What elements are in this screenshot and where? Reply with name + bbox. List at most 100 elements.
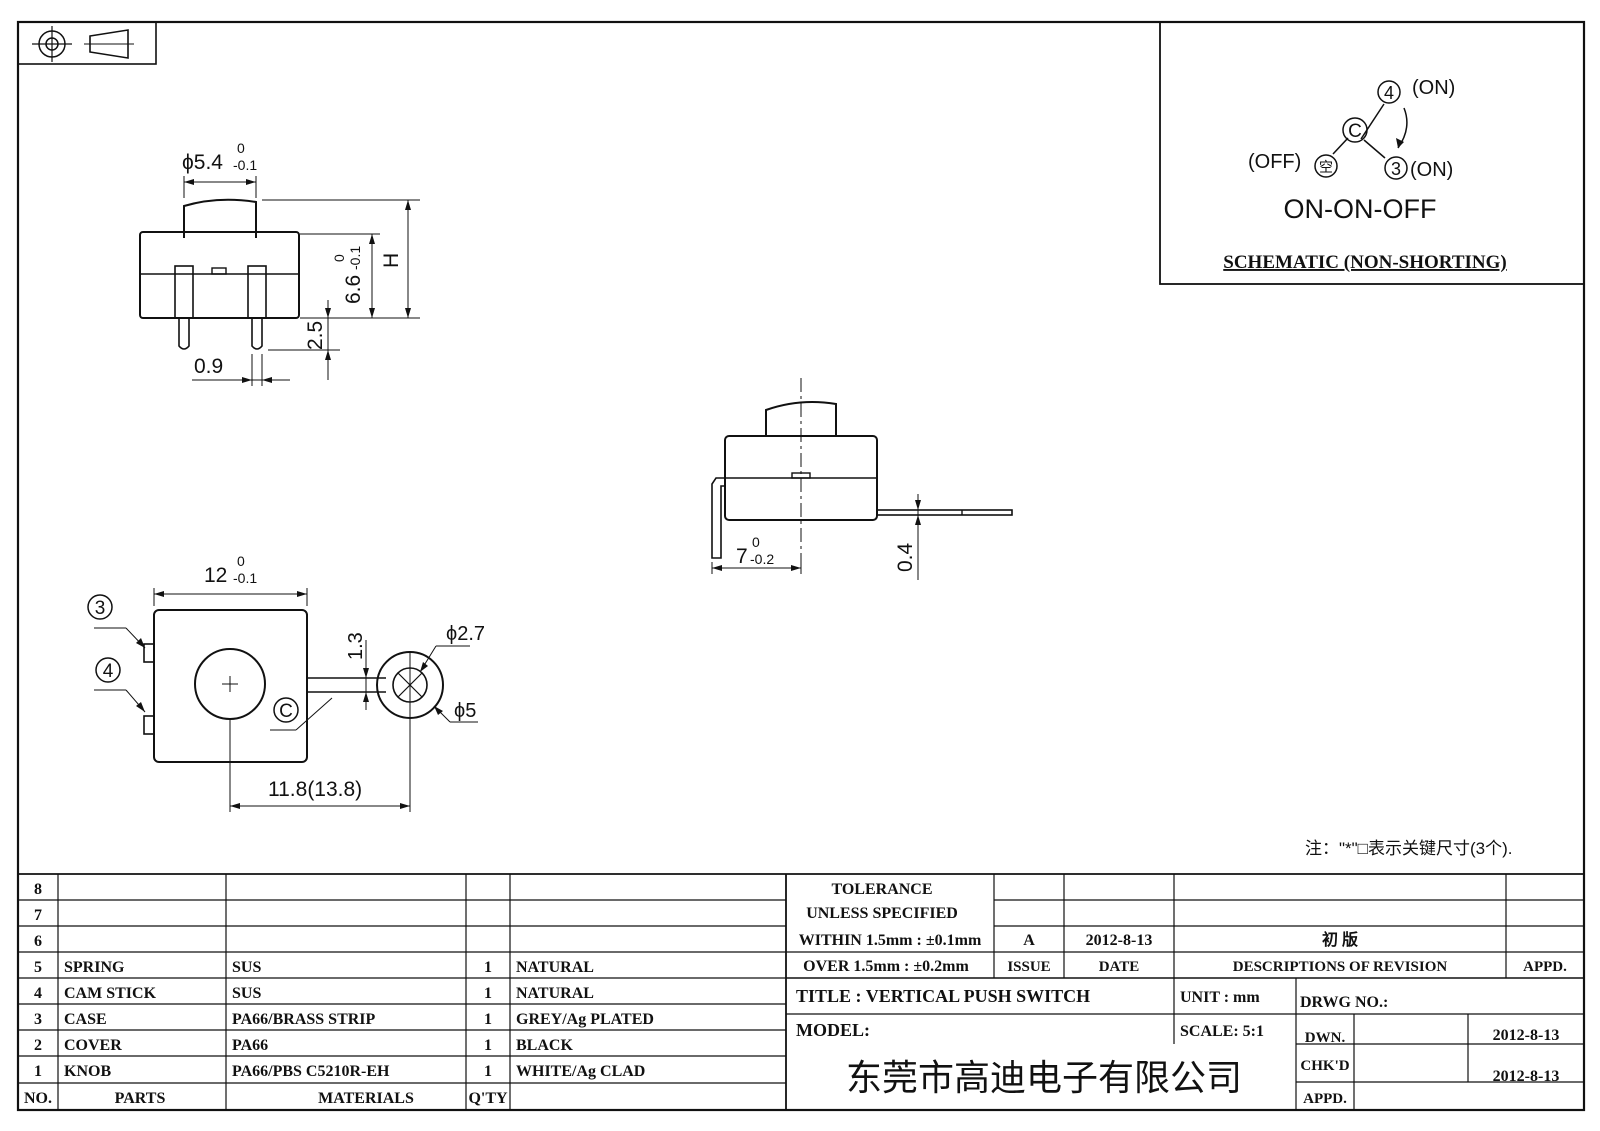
bom-cell-qty: 1 (484, 1063, 492, 1080)
revision-date: 2012-8-13 (1086, 932, 1153, 949)
revision-header-date: DATE (1099, 959, 1140, 975)
bom-cell-no: 2 (34, 1037, 42, 1054)
schematic-pos3-label: (ON) (1410, 159, 1453, 181)
bom-cell-no: 5 (34, 959, 42, 976)
checked-date: 2012-8-13 (1493, 1068, 1560, 1085)
drawing-title: TITLE : VERTICAL PUSH SWITCH (796, 986, 1090, 1006)
tolerance-line2: UNLESS SPECIFIED (806, 905, 958, 922)
table-row: 1 KNOB PA66/PBS C5210R-EH 1 WHITE/Ag CLAD (34, 1063, 645, 1080)
company-name: 东莞市高迪电子有限公司 (846, 1057, 1242, 1098)
bom-cell-part: KNOB (64, 1063, 111, 1080)
dim-hole-dia: ϕ2.7 (446, 623, 485, 645)
schematic-pos4-label: (ON) (1412, 77, 1455, 99)
bom-header-qty: Q'TY (468, 1090, 508, 1107)
bom-cell-finish: GREY/Ag PLATED (516, 1011, 654, 1028)
projection-symbol-icon (17, 21, 157, 65)
bom-cell-material: PA66 (232, 1037, 268, 1054)
schematic-node-3-label: 3 (1391, 159, 1401, 179)
drawing-number-label: DRWG NO.: (1300, 994, 1388, 1011)
schematic-node-4 (1377, 80, 1401, 104)
bom-cell-qty: 1 (484, 959, 492, 976)
dim-width-tol-upper: 0 (237, 553, 245, 569)
schematic-off-label: (OFF) (1248, 151, 1301, 173)
schematic-caption: SCHEMATIC (NON-SHORTING) (1223, 252, 1506, 273)
bom-cell-material: SUS (232, 985, 261, 1002)
bom-header-no: NO. (24, 1090, 52, 1107)
bom-cell-qty: 1 (484, 1037, 492, 1054)
revision-header-issue: ISSUE (1007, 959, 1050, 975)
dim-pin-width: 0.9 (194, 355, 223, 378)
schematic-title: ON-ON-OFF (1284, 194, 1437, 224)
drawing-unit: UNIT : mm (1180, 989, 1260, 1006)
table-row: 4 CAM STICK SUS 1 NATURAL (34, 985, 594, 1002)
schematic-node-4-label: 4 (1384, 83, 1394, 103)
dim-width: 12 (204, 564, 227, 587)
table-row: 6 (34, 933, 42, 950)
side-view: 7 0 -0.2 0.4 (711, 378, 1013, 580)
tolerance-line1: TOLERANCE (831, 881, 932, 898)
pin-c-label: C (279, 701, 293, 722)
dim-knob-dia: ϕ5.4 (182, 151, 223, 174)
schematic-node-off (1314, 154, 1338, 178)
top-view: 3 4 C 12 0 -0.1 1.3 ϕ2.7 ϕ5 (87, 553, 485, 812)
bom-cell-no: 4 (34, 985, 42, 1002)
revision-header-desc: DESCRIPTIONS OF REVISION (1233, 959, 1448, 975)
bom-cell-part: CASE (64, 1011, 107, 1028)
pin4-callout (95, 657, 121, 683)
dim-depth-tol-upper: 0 (752, 534, 760, 550)
pin3-callout (87, 594, 113, 620)
schematic-panel: C 4 3 空 (ON) (ON) (OFF) ON-ON-OFF SCHEMA… (1159, 21, 1585, 285)
bom-header-materials: MATERIALS (318, 1090, 414, 1107)
bom-cell-finish: NATURAL (516, 959, 594, 976)
dim-thickness: 0.4 (894, 542, 917, 572)
dim-pin-length: 2.5 (304, 321, 327, 350)
checked-by-label: CHK'D (1300, 1058, 1349, 1074)
bom-cell-part: COVER (64, 1037, 122, 1054)
dim-knob-tol-lower: -0.1 (233, 157, 257, 173)
schematic-node-c (1342, 117, 1368, 143)
schematic-node-c-label: C (1348, 121, 1362, 142)
revision-desc: 初 版 (1322, 930, 1358, 949)
pin-c-callout (273, 697, 299, 723)
tolerance-line4: OVER 1.5mm : ±0.2mm (803, 958, 969, 975)
dim-height-tol-lower: -0.1 (347, 246, 363, 270)
pin3-label: 3 (95, 598, 106, 619)
dim-depth-tol-lower: -0.2 (750, 551, 774, 567)
key-dimension-note: 注："*"□表示关键尺寸(3个). (1305, 839, 1512, 858)
front-view: ϕ5.4 0 -0.1 6.6 0 -0.1 H 2.5 0.9 (139, 140, 420, 386)
bom-cell-material: PA66/PBS C5210R-EH (232, 1063, 390, 1080)
drawing-model-label: MODEL: (796, 1020, 870, 1040)
sheet-border (16, 20, 1586, 1112)
bom-cell-qty: 1 (484, 1011, 492, 1028)
bom-cell-part: CAM STICK (64, 985, 157, 1002)
dim-ring-dia: ϕ5 (454, 700, 476, 722)
dim-depth: 7 (736, 545, 748, 568)
approved-by-label: APPD. (1303, 1091, 1347, 1107)
bom-cell-finish: WHITE/Ag CLAD (516, 1063, 645, 1080)
dim-h-label: H (380, 253, 403, 268)
dim-width-tol-lower: -0.1 (233, 570, 257, 586)
bom-cell-qty: 1 (484, 985, 492, 1002)
drawn-date: 2012-8-13 (1493, 1027, 1560, 1044)
bom-cell-material: PA66/BRASS STRIP (232, 1011, 376, 1028)
schematic-node-3 (1384, 156, 1408, 180)
dim-lug-width: 1.3 (345, 632, 367, 660)
bom-header-parts: PARTS (115, 1090, 166, 1107)
bom-cell-no: 1 (34, 1063, 42, 1080)
dim-offset: 11.8(13.8) (268, 778, 362, 801)
bom-cell-no: 8 (34, 881, 42, 898)
dim-height-tol-upper: 0 (331, 254, 347, 262)
table-row: 2 COVER PA66 1 BLACK (34, 1037, 573, 1054)
drawn-by-label: DWN. (1305, 1030, 1346, 1046)
bom-cell-no: 7 (34, 907, 42, 924)
bom-cell-finish: BLACK (516, 1037, 573, 1054)
pin4-label: 4 (103, 661, 114, 682)
revision-issue: A (1023, 932, 1035, 949)
bom-cell-finish: NATURAL (516, 985, 594, 1002)
bom-cell-no: 3 (34, 1011, 42, 1028)
table-row: 8 (34, 881, 42, 898)
arrow-icon (1396, 138, 1404, 148)
